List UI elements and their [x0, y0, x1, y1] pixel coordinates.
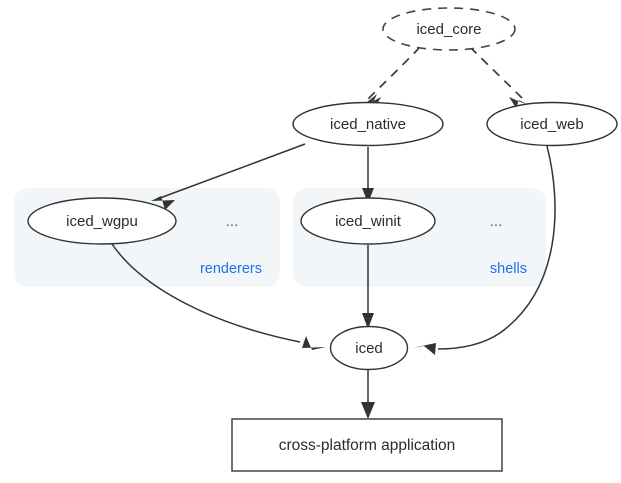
- edge-iced_native-to-iced_wgpu-line: [159, 143, 306, 199]
- edge-iced_native-to-iced_winit-arrowhead: [362, 188, 374, 203]
- node-iced_winit[interactable]: iced_winit: [300, 197, 436, 245]
- node-iced_core-shape[interactable]: [382, 7, 516, 51]
- edge-iced-to-application: [361, 370, 375, 419]
- edge-iced_wgpu-to-iced-arrowhead: [302, 336, 326, 350]
- edge-iced_winit-to-iced-arrowhead: [362, 313, 374, 329]
- node-iced-shape[interactable]: [329, 325, 409, 371]
- node-iced[interactable]: iced: [329, 325, 409, 371]
- edge-iced-to-application-arrowhead: [361, 402, 375, 419]
- edge-iced_web-to-iced-arrowhead: [412, 343, 436, 355]
- node-application-shape[interactable]: [231, 418, 503, 472]
- edge-iced_native-to-iced_winit: [362, 147, 374, 203]
- node-iced_wgpu-shape[interactable]: [27, 197, 177, 245]
- node-iced_native-shape[interactable]: [292, 101, 444, 147]
- node-iced_web[interactable]: iced_web: [486, 101, 618, 147]
- node-iced_core[interactable]: iced_core: [382, 7, 516, 51]
- node-iced_native[interactable]: iced_native: [292, 101, 444, 147]
- edge-iced_core-to-iced_web-line: [469, 46, 523, 99]
- edge-iced_core-to-iced_native-line: [367, 46, 421, 100]
- edge-iced_core-to-iced_web: [469, 46, 530, 108]
- edge-iced_wgpu-to-iced: [111, 243, 326, 350]
- edge-iced_native-to-iced_wgpu-arrowhead: [151, 196, 175, 210]
- edge-iced_core-to-iced_web-arrowhead: [509, 97, 530, 108]
- edge-iced_core-to-iced_native: [360, 46, 421, 108]
- edge-iced_native-to-iced_wgpu: [151, 143, 306, 210]
- edge-iced_wgpu-to-iced-line: [111, 243, 301, 343]
- node-iced_wgpu[interactable]: iced_wgpu: [27, 197, 177, 245]
- node-iced_web-shape[interactable]: [486, 101, 618, 147]
- edge-iced_winit-to-iced: [362, 245, 374, 329]
- edge-iced_web-to-iced: [412, 145, 556, 355]
- edge-iced_web-to-iced-line: [437, 145, 556, 350]
- node-iced_winit-shape[interactable]: [300, 197, 436, 245]
- node-application[interactable]: cross-platform application: [231, 418, 503, 472]
